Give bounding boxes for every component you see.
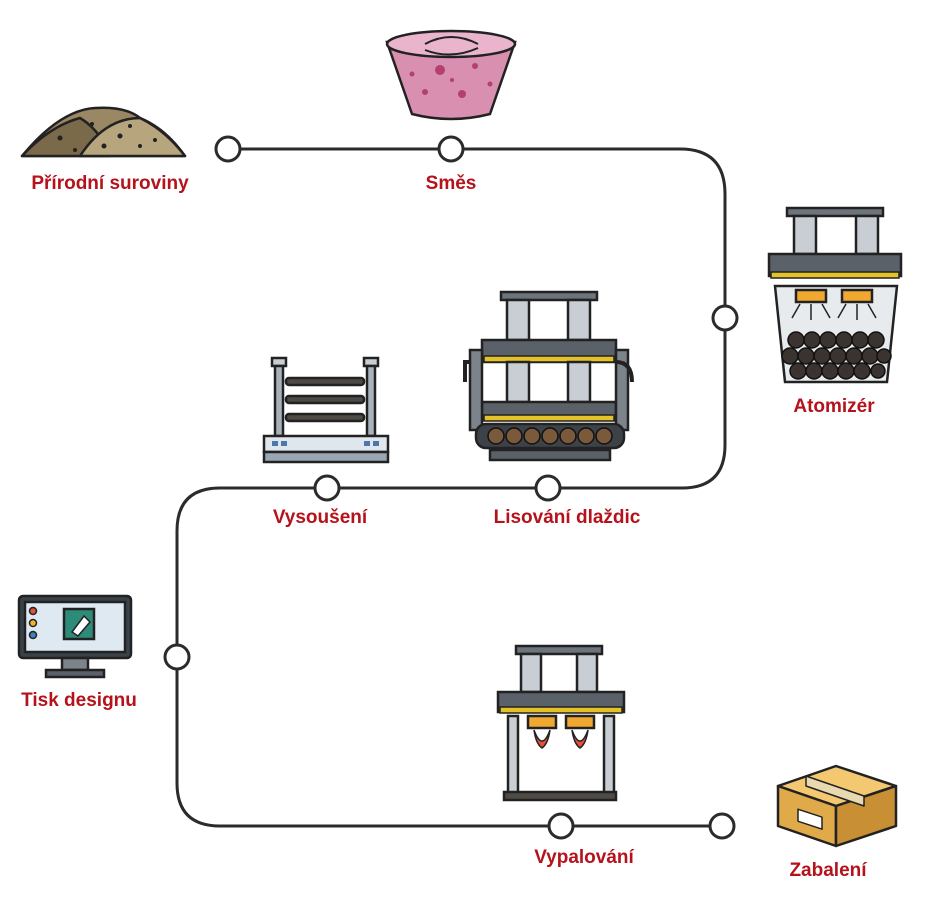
soil-pile-icon	[20, 106, 187, 158]
label-drying: Vysoušení	[273, 507, 368, 528]
node-raw-materials	[214, 135, 242, 163]
cardboard-box-icon	[776, 764, 898, 848]
mixing-bowl-icon	[385, 29, 517, 121]
kiln-press-icon	[496, 644, 626, 802]
hydraulic-press-icon	[463, 290, 634, 462]
node-firing	[547, 812, 575, 840]
node-mix	[437, 135, 465, 163]
label-design-print: Tisk designu	[21, 690, 137, 711]
label-atomizer: Atomizér	[793, 396, 875, 417]
node-pressing	[534, 474, 562, 502]
flow-nodes	[163, 135, 739, 840]
label-pressing: Lisování dlaždic	[494, 507, 641, 528]
flow-path	[175, 147, 727, 828]
label-packing: Zabalení	[789, 860, 867, 881]
label-mix: Směs	[426, 173, 477, 194]
label-raw-materials: Přírodní suroviny	[31, 173, 189, 194]
node-drying	[313, 474, 341, 502]
node-atomizer	[711, 304, 739, 332]
drying-rack-icon	[262, 356, 390, 464]
node-design-print	[163, 643, 191, 671]
label-firing: Vypalování	[534, 847, 634, 868]
spray-dryer-icon	[767, 206, 903, 384]
node-packing	[708, 812, 736, 840]
computer-monitor-icon	[17, 594, 133, 679]
